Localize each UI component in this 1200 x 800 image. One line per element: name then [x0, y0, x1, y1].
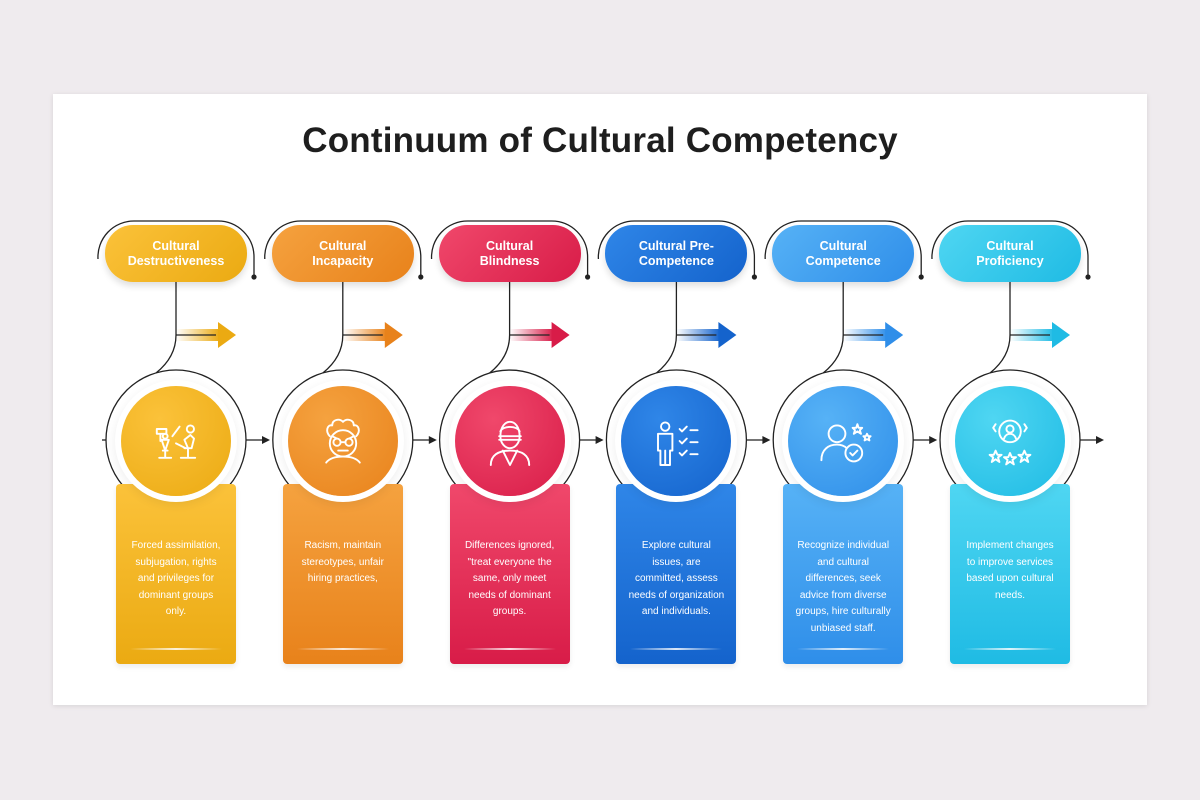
stage-arrow-head — [885, 322, 904, 348]
stage-card: Forced assimilation, subjugation, rights… — [116, 484, 236, 664]
flow-arrowhead — [929, 436, 938, 444]
stage-label: Cultural Proficiency — [939, 225, 1081, 282]
stage-card: Explore cultural issues, are committed, … — [616, 484, 737, 664]
award-stars-icon — [988, 419, 1032, 466]
stage-label: Cultural Destructiveness — [105, 225, 247, 282]
stage-card: Differences ignored, "treat everyone the… — [449, 484, 570, 664]
label-end-dot — [251, 274, 257, 280]
stage-description: Explore cultural issues, are committed, … — [628, 540, 725, 617]
label-end-dot — [585, 274, 591, 280]
stage-description: Differences ignored, "treat everyone the… — [464, 540, 555, 617]
label-end-dot — [751, 274, 758, 280]
ring-link — [655, 334, 678, 374]
stage-icon-disc — [121, 386, 231, 496]
label-end-dot — [918, 274, 924, 280]
ring-outline — [438, 369, 581, 441]
card-shine — [463, 648, 556, 650]
ring-link — [322, 334, 344, 374]
ring-outline — [939, 369, 1081, 441]
chess-pieces-icon — [155, 424, 197, 459]
flow-arrowhead — [428, 436, 437, 444]
person-checklist-icon — [657, 421, 699, 466]
stage-description: Recognize individual and cultural differ… — [795, 540, 891, 634]
stage-icon-disc — [287, 386, 398, 496]
stage-label: Cultural Competence — [772, 225, 915, 282]
ring-link — [822, 334, 844, 374]
flow-arrowhead — [595, 436, 604, 444]
stage-arrow-head — [384, 322, 403, 348]
page-title: Continuum of Cultural Competency — [302, 121, 898, 160]
stage-arrow-head — [551, 322, 570, 348]
stage-description: Implement changes to improve services ba… — [966, 540, 1054, 601]
flow-arrowhead — [762, 436, 771, 444]
stage-label: Cultural Pre- Competence — [605, 225, 748, 282]
stage-arrow-head — [1052, 322, 1070, 348]
stage-card: Implement changes to improve services ba… — [950, 484, 1070, 664]
stage-description: Racism, maintain stereotypes, unfair hir… — [301, 540, 384, 584]
label-end-dot — [418, 274, 424, 280]
card-shine — [130, 648, 222, 650]
ring-link — [489, 334, 511, 374]
ring-outline — [605, 369, 748, 441]
ring-outline — [272, 369, 414, 441]
stage-icon-disc — [454, 386, 565, 496]
card-shine — [296, 648, 389, 650]
stage-card: Recognize individual and cultural differ… — [783, 484, 904, 664]
ring-link — [155, 334, 177, 374]
angry-person-icon — [325, 418, 361, 464]
stage-icon-disc — [955, 386, 1065, 496]
ring-link — [989, 334, 1011, 374]
flow-arrowhead — [1096, 436, 1104, 444]
card-shine — [797, 648, 890, 650]
flow-arrowhead — [262, 436, 270, 444]
blindfolded-person-icon — [489, 420, 530, 466]
stage-label: Cultural Blindness — [438, 225, 581, 282]
stage-icon-disc — [621, 386, 732, 496]
stage-card: Racism, maintain stereotypes, unfair hir… — [282, 484, 403, 664]
stage-icon-disc — [788, 386, 899, 496]
stage-arrow-head — [718, 322, 737, 348]
card-shine — [964, 648, 1056, 650]
stage-description: Forced assimilation, subjugation, rights… — [131, 540, 221, 617]
stage-arrow-head — [218, 322, 236, 348]
ring-outline — [772, 369, 914, 441]
ring-outline — [105, 369, 247, 441]
stage-label: Cultural Incapacity — [271, 225, 414, 282]
label-end-dot — [1085, 274, 1091, 280]
card-shine — [630, 648, 723, 650]
user-badge-icon — [820, 423, 872, 463]
